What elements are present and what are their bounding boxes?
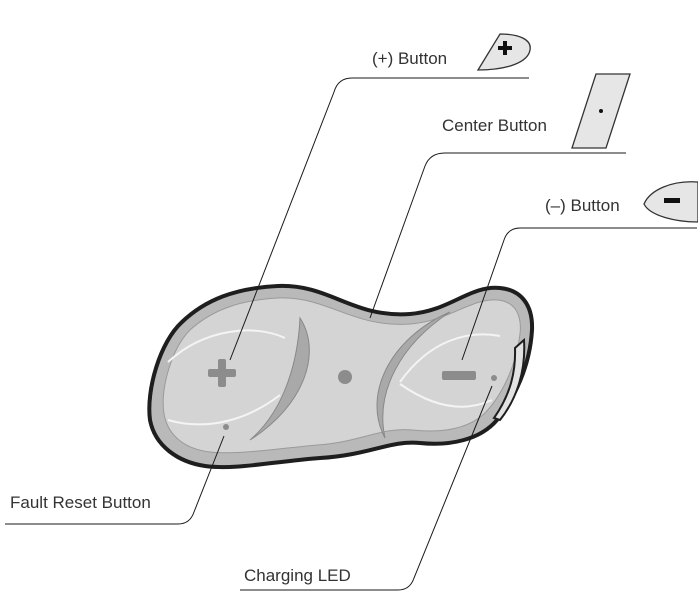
fault-reset-button-label: Fault Reset Button (10, 493, 151, 512)
left-key-edge-lower (167, 394, 281, 426)
left-crescent (249, 316, 310, 441)
charging-led-mark (491, 375, 497, 381)
plus-button-label: (+) Button (372, 49, 447, 68)
right-key-edge (399, 333, 501, 383)
charging-led-leader (240, 385, 493, 591)
left-key-edge (167, 329, 286, 363)
plus-button-mark[interactable] (208, 359, 236, 387)
center-button-leader (369, 152, 626, 319)
plus-key-icon (476, 33, 531, 71)
minus-button-leader (461, 227, 697, 361)
fault-reset-button-leader (5, 435, 225, 525)
plus-button-leader (229, 77, 529, 361)
minus-button-mark[interactable] (442, 371, 476, 380)
fault-reset-button-mark[interactable] (223, 424, 229, 430)
center-button-label: Center Button (442, 116, 547, 135)
minus-key-icon (643, 181, 698, 223)
minus-button-label: (–) Button (545, 196, 620, 215)
device-body (147, 283, 535, 470)
center-key-icon (571, 73, 631, 149)
side-charging-port (492, 337, 526, 422)
right-crescent (376, 311, 451, 439)
center-button-mark[interactable] (338, 370, 352, 384)
charging-led-label: Charging LED (244, 566, 351, 585)
